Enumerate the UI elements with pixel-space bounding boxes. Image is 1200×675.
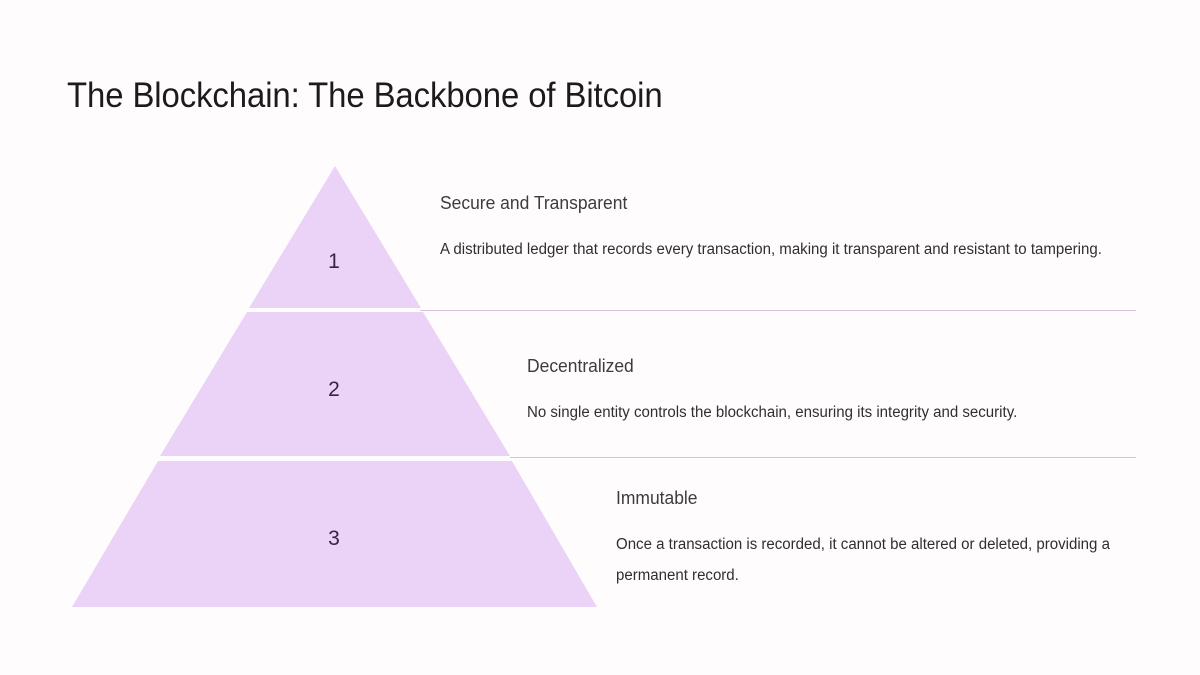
tier-1-text-block: Secure and Transparent A distributed led… xyxy=(440,190,1130,265)
page-title: The Blockchain: The Backbone of Bitcoin xyxy=(67,76,663,115)
tier-2-heading: Decentralized xyxy=(527,356,634,376)
pyramid-tier-3-shape[interactable] xyxy=(72,461,597,607)
divider-line-2 xyxy=(510,457,1136,458)
tier-3-text-block: Immutable Once a transaction is recorded… xyxy=(616,485,1126,591)
tier-3-heading: Immutable xyxy=(616,488,698,508)
pyramid-tier-1-shape[interactable] xyxy=(249,166,421,308)
tier-2-text-block: Decentralized No single entity controls … xyxy=(527,353,1127,428)
tier-3-body: Once a transaction is recorded, it canno… xyxy=(616,536,1110,584)
tier-1-body: A distributed ledger that records every … xyxy=(440,241,1102,258)
pyramid-tier-2-shape[interactable] xyxy=(160,312,510,456)
tier-1-heading: Secure and Transparent xyxy=(440,193,628,213)
divider-line-1 xyxy=(420,310,1136,311)
tier-2-body: No single entity controls the blockchain… xyxy=(527,404,1018,421)
